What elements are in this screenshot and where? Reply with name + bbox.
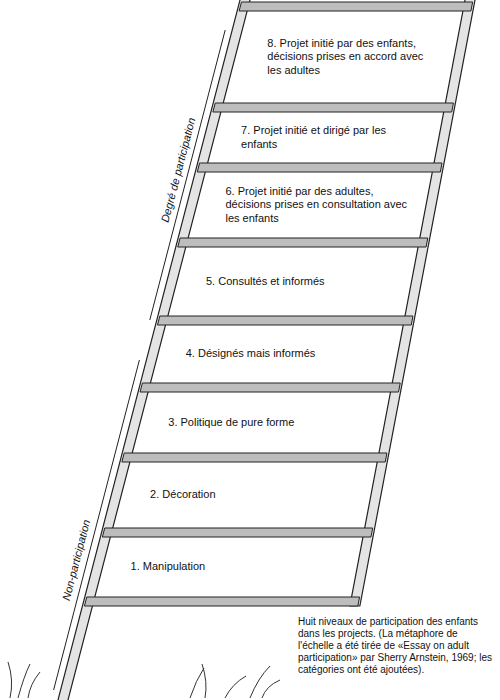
level-label: 7. Projet initié et dirigé par les enfan… bbox=[241, 124, 425, 150]
ladder-level-panel: 3. Politique de pure forme bbox=[150, 395, 377, 450]
level-label: 3. Politique de pure forme bbox=[168, 416, 369, 429]
level-label: 4. Désignés mais informés bbox=[186, 347, 383, 360]
ladder-rung bbox=[178, 238, 428, 247]
level-label: 2. Décoration bbox=[150, 488, 355, 501]
ladder-rung bbox=[158, 316, 413, 325]
grass-stroke bbox=[8, 662, 12, 698]
grass-stroke bbox=[18, 664, 30, 698]
ladder-level-panel: 8. Projet initié par des enfants, décisi… bbox=[249, 14, 444, 100]
grass-stroke bbox=[250, 666, 270, 698]
ladder-rung bbox=[102, 528, 372, 537]
ladder-rung bbox=[122, 453, 387, 462]
level-label: 6. Projet initié par des adultes, décisi… bbox=[226, 185, 411, 225]
grass-stroke bbox=[262, 680, 280, 698]
ladder-rung bbox=[197, 163, 442, 172]
ladder-rung bbox=[239, 2, 472, 11]
axis-line bbox=[54, 360, 140, 690]
ladder-level-panel: 5. Consultés et informés bbox=[188, 250, 404, 313]
level-label: 5. Consultés et informés bbox=[206, 275, 396, 288]
ladder-level-panel: 7. Projet initié et dirigé par les enfan… bbox=[223, 115, 433, 160]
grass-stroke bbox=[28, 672, 40, 698]
ladder-level-panel: 6. Projet initié par des adultes, décisi… bbox=[208, 175, 419, 235]
ladder-rungs bbox=[84, 2, 472, 606]
figure-caption: Huit niveaux de participation des enfant… bbox=[298, 616, 494, 676]
ladder-rung bbox=[140, 383, 400, 392]
grass-strokes bbox=[8, 662, 280, 698]
grass-stroke bbox=[190, 668, 204, 698]
ladder-level-panel: 4. Désignés mais informés bbox=[168, 328, 391, 380]
level-label: 1. Manipulation bbox=[131, 560, 343, 573]
level-label: 8. Projet initié par des enfants, décisi… bbox=[267, 37, 436, 77]
ladder-rung bbox=[213, 103, 454, 112]
ladder-rails bbox=[57, 0, 476, 700]
grass-stroke bbox=[202, 664, 206, 698]
axis-label: Non-participation bbox=[59, 516, 93, 603]
axis-label: Degré de participation bbox=[158, 114, 198, 225]
ladder-level-panel: 1. Manipulation bbox=[113, 540, 351, 594]
grass-stroke bbox=[225, 676, 246, 698]
ladder-level-panel: 2. Décoration bbox=[132, 465, 363, 525]
ladder-rung bbox=[84, 597, 359, 606]
